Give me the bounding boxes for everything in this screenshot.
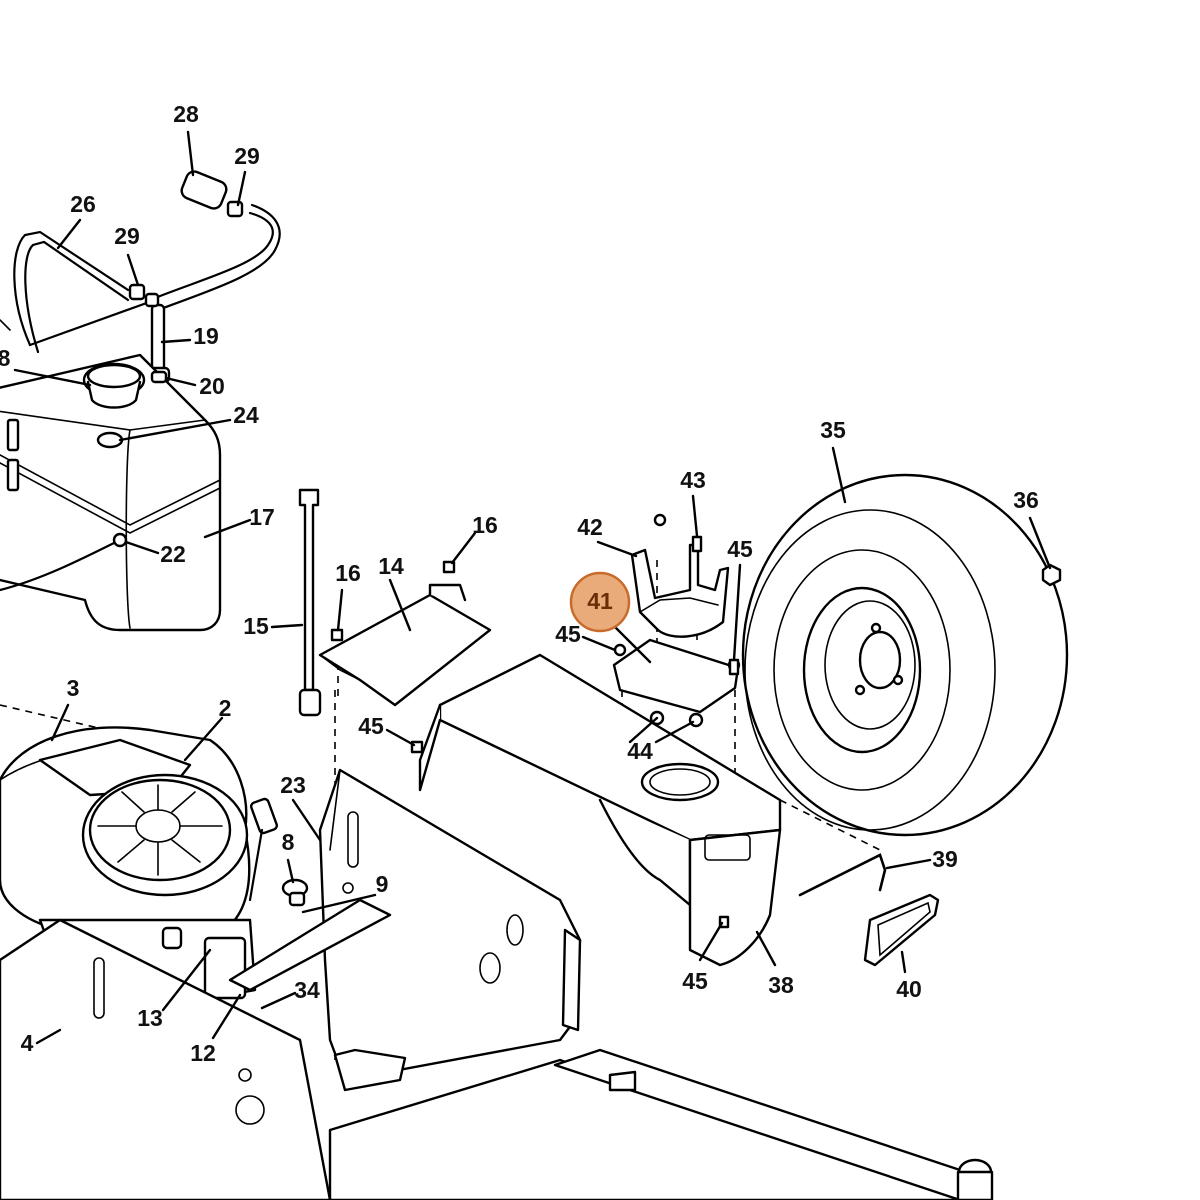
callout-34[interactable]: 34 [294, 977, 320, 1003]
callout-44[interactable]: 44 [627, 738, 653, 764]
callout-26[interactable]: 26 [70, 191, 96, 217]
rear-fender [418, 653, 940, 967]
callout-17[interactable]: 17 [249, 504, 275, 530]
callout-38[interactable]: 38 [768, 972, 794, 998]
callout-13[interactable]: 13 [137, 1005, 163, 1031]
callout-22[interactable]: 22 [160, 541, 186, 567]
callout-2[interactable]: 2 [219, 695, 232, 721]
callout-43[interactable]: 43 [680, 467, 706, 493]
callout-45-lower[interactable]: 45 [682, 968, 708, 994]
callout-23[interactable]: 23 [280, 772, 306, 798]
frame [0, 768, 994, 1200]
callout-20[interactable]: 20 [199, 373, 225, 399]
callout-15[interactable]: 15 [243, 613, 269, 639]
callout-numbers: 28 29 26 29 19 20 24 8 17 22 16 14 16 15… [0, 101, 1039, 1066]
callout-41[interactable]: 41 [587, 588, 613, 614]
callout-36[interactable]: 36 [1013, 487, 1039, 513]
leader-lines [13, 130, 1052, 1045]
highlight-circle-41[interactable] [569, 571, 631, 633]
callout-29-filter[interactable]: 29 [234, 143, 260, 169]
callout-39[interactable]: 39 [932, 846, 958, 872]
callout-12[interactable]: 12 [190, 1040, 216, 1066]
callout-28[interactable]: 28 [173, 101, 199, 127]
callout-45-plate[interactable]: 45 [555, 621, 581, 647]
callout-18-partial[interactable]: 8 [0, 345, 11, 371]
callout-29-line[interactable]: 29 [114, 223, 140, 249]
callout-16-lower[interactable]: 16 [335, 560, 361, 586]
callout-4[interactable]: 4 [21, 1030, 34, 1056]
callout-8[interactable]: 8 [282, 829, 295, 855]
callout-45-bracket[interactable]: 45 [727, 536, 753, 562]
fuel-tank-assembly [0, 170, 281, 632]
callout-14[interactable]: 14 [378, 553, 404, 579]
callout-16-upper[interactable]: 16 [472, 512, 498, 538]
callout-19[interactable]: 19 [193, 323, 219, 349]
callout-40[interactable]: 40 [896, 976, 922, 1002]
rear-wheel [741, 473, 1069, 837]
callout-9[interactable]: 9 [376, 871, 389, 897]
callout-45-fender[interactable]: 45 [358, 713, 384, 739]
callout-35[interactable]: 35 [820, 417, 846, 443]
callout-24[interactable]: 24 [233, 402, 259, 428]
callout-3[interactable]: 3 [67, 675, 80, 701]
callout-42[interactable]: 42 [577, 514, 603, 540]
battery-tray [298, 488, 492, 717]
